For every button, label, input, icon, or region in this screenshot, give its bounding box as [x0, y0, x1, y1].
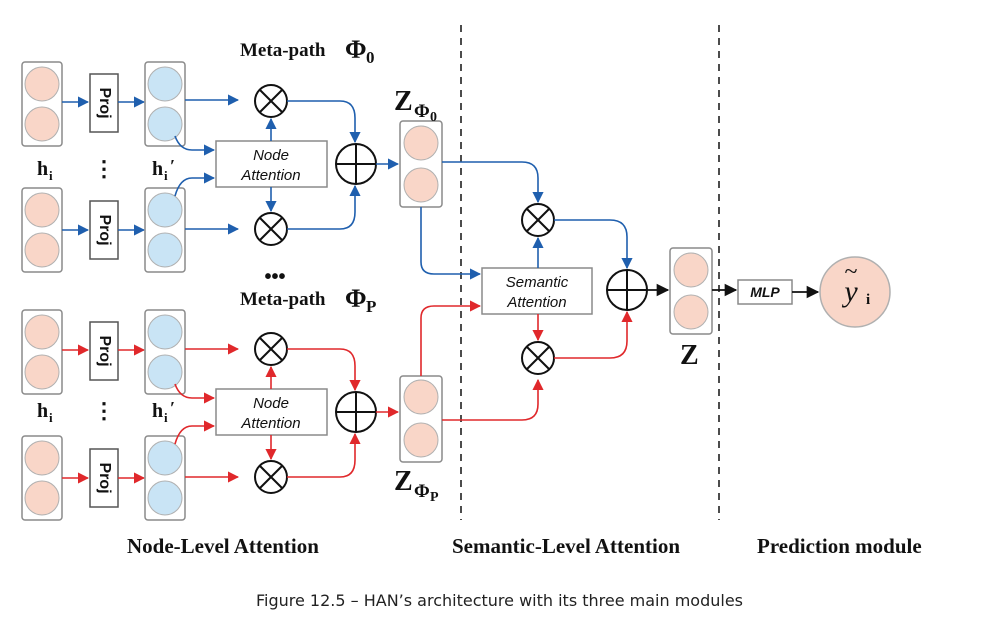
svg-text:0: 0 [430, 110, 437, 125]
node-attention-line2: Attention [240, 415, 300, 432]
horizontal-dots: ••• [264, 266, 285, 288]
svg-text:i: i [164, 410, 168, 425]
multiply-node [254, 460, 288, 494]
svg-text:P: P [430, 490, 439, 505]
section-label-semantic-level: Semantic-Level Attention [452, 534, 681, 558]
connector [554, 219, 633, 270]
figure-caption: Figure 12.5 – HAN’s architecture with it… [255, 591, 744, 610]
svg-text:h: h [37, 158, 48, 180]
svg-text:Meta-path: Meta-path [240, 289, 326, 310]
multiply-node [254, 332, 288, 366]
multiply-node [521, 203, 555, 237]
multiply-node [254, 84, 288, 118]
node-attention-line1: Node [253, 395, 289, 412]
output-y: y [841, 275, 858, 308]
semantic-attention-line1: Semantic [506, 274, 569, 291]
node-attention-box: Node Attention [215, 388, 328, 436]
connector [174, 420, 216, 445]
node-attention-line2: Attention [240, 167, 300, 184]
input-node-stack [21, 61, 63, 147]
output-node: y ~ i [819, 256, 891, 328]
svg-text:h: h [37, 400, 48, 422]
semantic-attention-line2: Attention [506, 294, 566, 311]
connector [174, 135, 216, 156]
connector [174, 383, 216, 404]
output-tilde: ~ [845, 259, 858, 285]
connector [420, 300, 482, 376]
projected-node-stack [144, 61, 186, 147]
proj-box: Proj [89, 321, 119, 381]
svg-text:h: h [152, 158, 163, 180]
h-label: h i [37, 158, 53, 183]
semantic-attention-box: Semantic Attention [481, 267, 593, 315]
vertical-dots: ⋮ [93, 156, 115, 181]
projected-node-stack [144, 435, 186, 521]
output-sub: i [866, 292, 870, 308]
connector [287, 348, 361, 392]
proj-box: Proj [89, 73, 119, 133]
connector [174, 172, 216, 197]
connector [287, 432, 361, 478]
svg-text:P: P [366, 297, 376, 316]
connector [442, 378, 544, 421]
z-stack [669, 247, 713, 335]
svg-text:Meta-path: Meta-path [240, 40, 326, 61]
z-phip-label: Z Φ P [394, 466, 439, 505]
input-node-stack [21, 309, 63, 395]
svg-text:′: ′ [170, 156, 175, 176]
metapath-0-label: Meta-path Φ 0 [240, 35, 375, 67]
z-label: Z [680, 340, 699, 371]
proj-box: Proj [89, 200, 119, 260]
svg-text:Φ: Φ [345, 35, 367, 64]
h-label: h i [37, 400, 53, 425]
input-node-stack [21, 187, 63, 273]
metapath-p-label: Meta-path Φ P [240, 284, 376, 316]
svg-text:0: 0 [366, 48, 375, 67]
connector [442, 161, 544, 204]
mlp-label: MLP [750, 284, 780, 300]
projected-node-stack [144, 187, 186, 273]
z-phip-stack [399, 375, 443, 463]
mlp-box: MLP [737, 279, 793, 305]
connector [554, 310, 633, 359]
h-prime-label: h i ′ [152, 398, 175, 425]
z-phi0-label: Z Φ 0 [394, 86, 437, 125]
svg-text:i: i [49, 410, 53, 425]
svg-text:i: i [49, 168, 53, 183]
connector [420, 207, 482, 280]
proj-label: Proj [96, 214, 113, 245]
svg-text:Z: Z [394, 86, 413, 117]
proj-label: Proj [96, 462, 113, 493]
svg-text:Z: Z [394, 466, 413, 497]
node-attention-box: Node Attention [215, 140, 328, 188]
connector [287, 184, 361, 230]
section-label-node-level: Node-Level Attention [127, 534, 319, 558]
proj-label: Proj [96, 335, 113, 366]
projected-node-stack [144, 309, 186, 395]
svg-text:i: i [164, 168, 168, 183]
svg-text:Φ: Φ [345, 284, 367, 313]
node-attention-line1: Node [253, 147, 289, 164]
svg-text:′: ′ [170, 398, 175, 418]
multiply-node [254, 212, 288, 246]
vertical-dots: ⋮ [93, 398, 115, 423]
section-label-prediction: Prediction module [757, 534, 922, 558]
proj-label: Proj [96, 87, 113, 118]
svg-text:Φ: Φ [414, 481, 430, 502]
sum-node [335, 391, 377, 433]
input-node-stack [21, 435, 63, 521]
sum-node [606, 269, 648, 311]
multiply-node [521, 341, 555, 375]
connector [287, 100, 361, 144]
svg-text:h: h [152, 400, 163, 422]
sum-node [335, 143, 377, 185]
z-phi0-stack [399, 120, 443, 208]
proj-box: Proj [89, 448, 119, 508]
svg-text:Φ: Φ [414, 101, 430, 122]
h-prime-label: h i ′ [152, 156, 175, 183]
